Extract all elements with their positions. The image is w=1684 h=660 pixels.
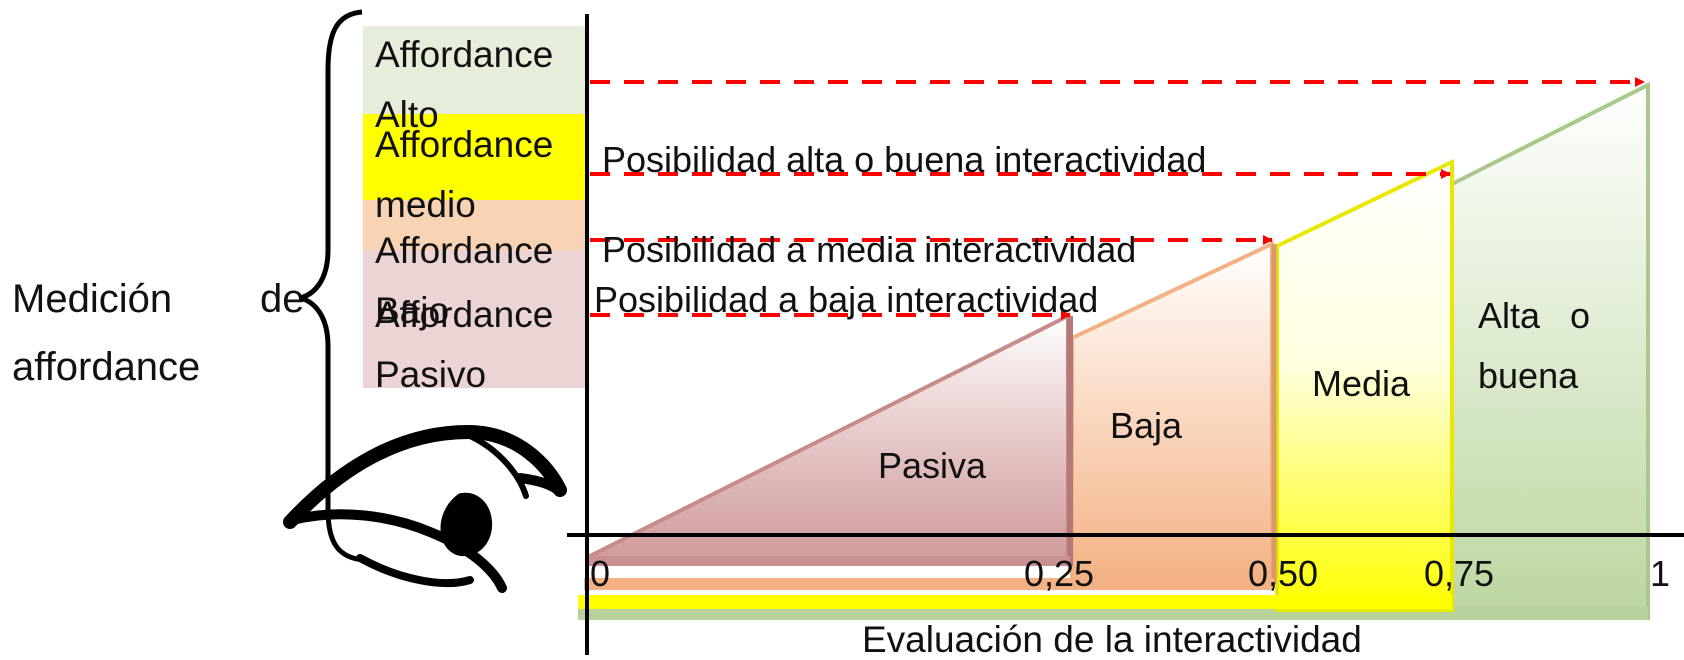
level-pasivo-bg <box>363 250 585 388</box>
level-pasivo-line1: Affordance <box>375 294 553 335</box>
zone-baja-label: Baja <box>1110 405 1183 446</box>
zone-alta-shape <box>1450 81 1650 620</box>
possibility-alta: Posibilidad alta o buena interactividad <box>602 139 1206 180</box>
zone-media-label: Media <box>1312 363 1411 404</box>
possibility-media: Posibilidad a media interactividad <box>602 229 1136 270</box>
x-axis-title: Evaluación de la interactividad <box>862 619 1362 660</box>
zone-alta-label-line2: buena <box>1478 355 1579 396</box>
measurement-line2: affordance <box>12 345 200 389</box>
possibility-baja: Posibilidad a baja interactividad <box>594 279 1098 320</box>
zone-pasiva-shape <box>585 312 1070 560</box>
measurement-label: Medición de affordance <box>12 277 305 389</box>
level-bajo-line2: Bajo <box>375 290 449 331</box>
tick-label-1: 1 <box>1650 553 1670 594</box>
curly-brace <box>299 9 365 563</box>
level-alto-line1: Affordance <box>375 34 553 75</box>
eye-icon <box>283 424 567 593</box>
affordance-levels: Affordance Alto Affordance medio Afforda… <box>363 26 585 395</box>
level-medio-bg <box>363 114 585 200</box>
zone-media-shape <box>1275 158 1454 612</box>
level-medio-line1: Affordance <box>375 124 553 165</box>
tick-label-0: 0 <box>590 553 610 594</box>
level-alto-bg <box>363 26 585 114</box>
level-bajo-bg <box>363 200 585 250</box>
level-medio-line2: medio <box>375 184 476 225</box>
zone-baja-base <box>584 578 1274 590</box>
tick-label-0-25: 0,25 <box>1024 553 1094 594</box>
possibility-arrows <box>590 77 1645 320</box>
measurement-line1-right: de <box>260 277 305 321</box>
zone-pasiva-label: Pasiva <box>878 445 987 486</box>
level-pasivo-line2: Pasivo <box>375 354 486 395</box>
measurement-line1-left: Medición <box>12 277 172 321</box>
tick-label-0-50: 0,50 <box>1248 553 1318 594</box>
level-alto-line2: Alto <box>375 94 439 135</box>
level-bajo-line1: Affordance <box>375 230 553 271</box>
zone-alta-label-line1: Alta o <box>1478 295 1590 336</box>
tick-label-0-75: 0,75 <box>1424 553 1494 594</box>
zone-media-base <box>578 595 1452 609</box>
interactivity-zones <box>578 81 1650 620</box>
zone-pasiva-base <box>586 556 1070 566</box>
